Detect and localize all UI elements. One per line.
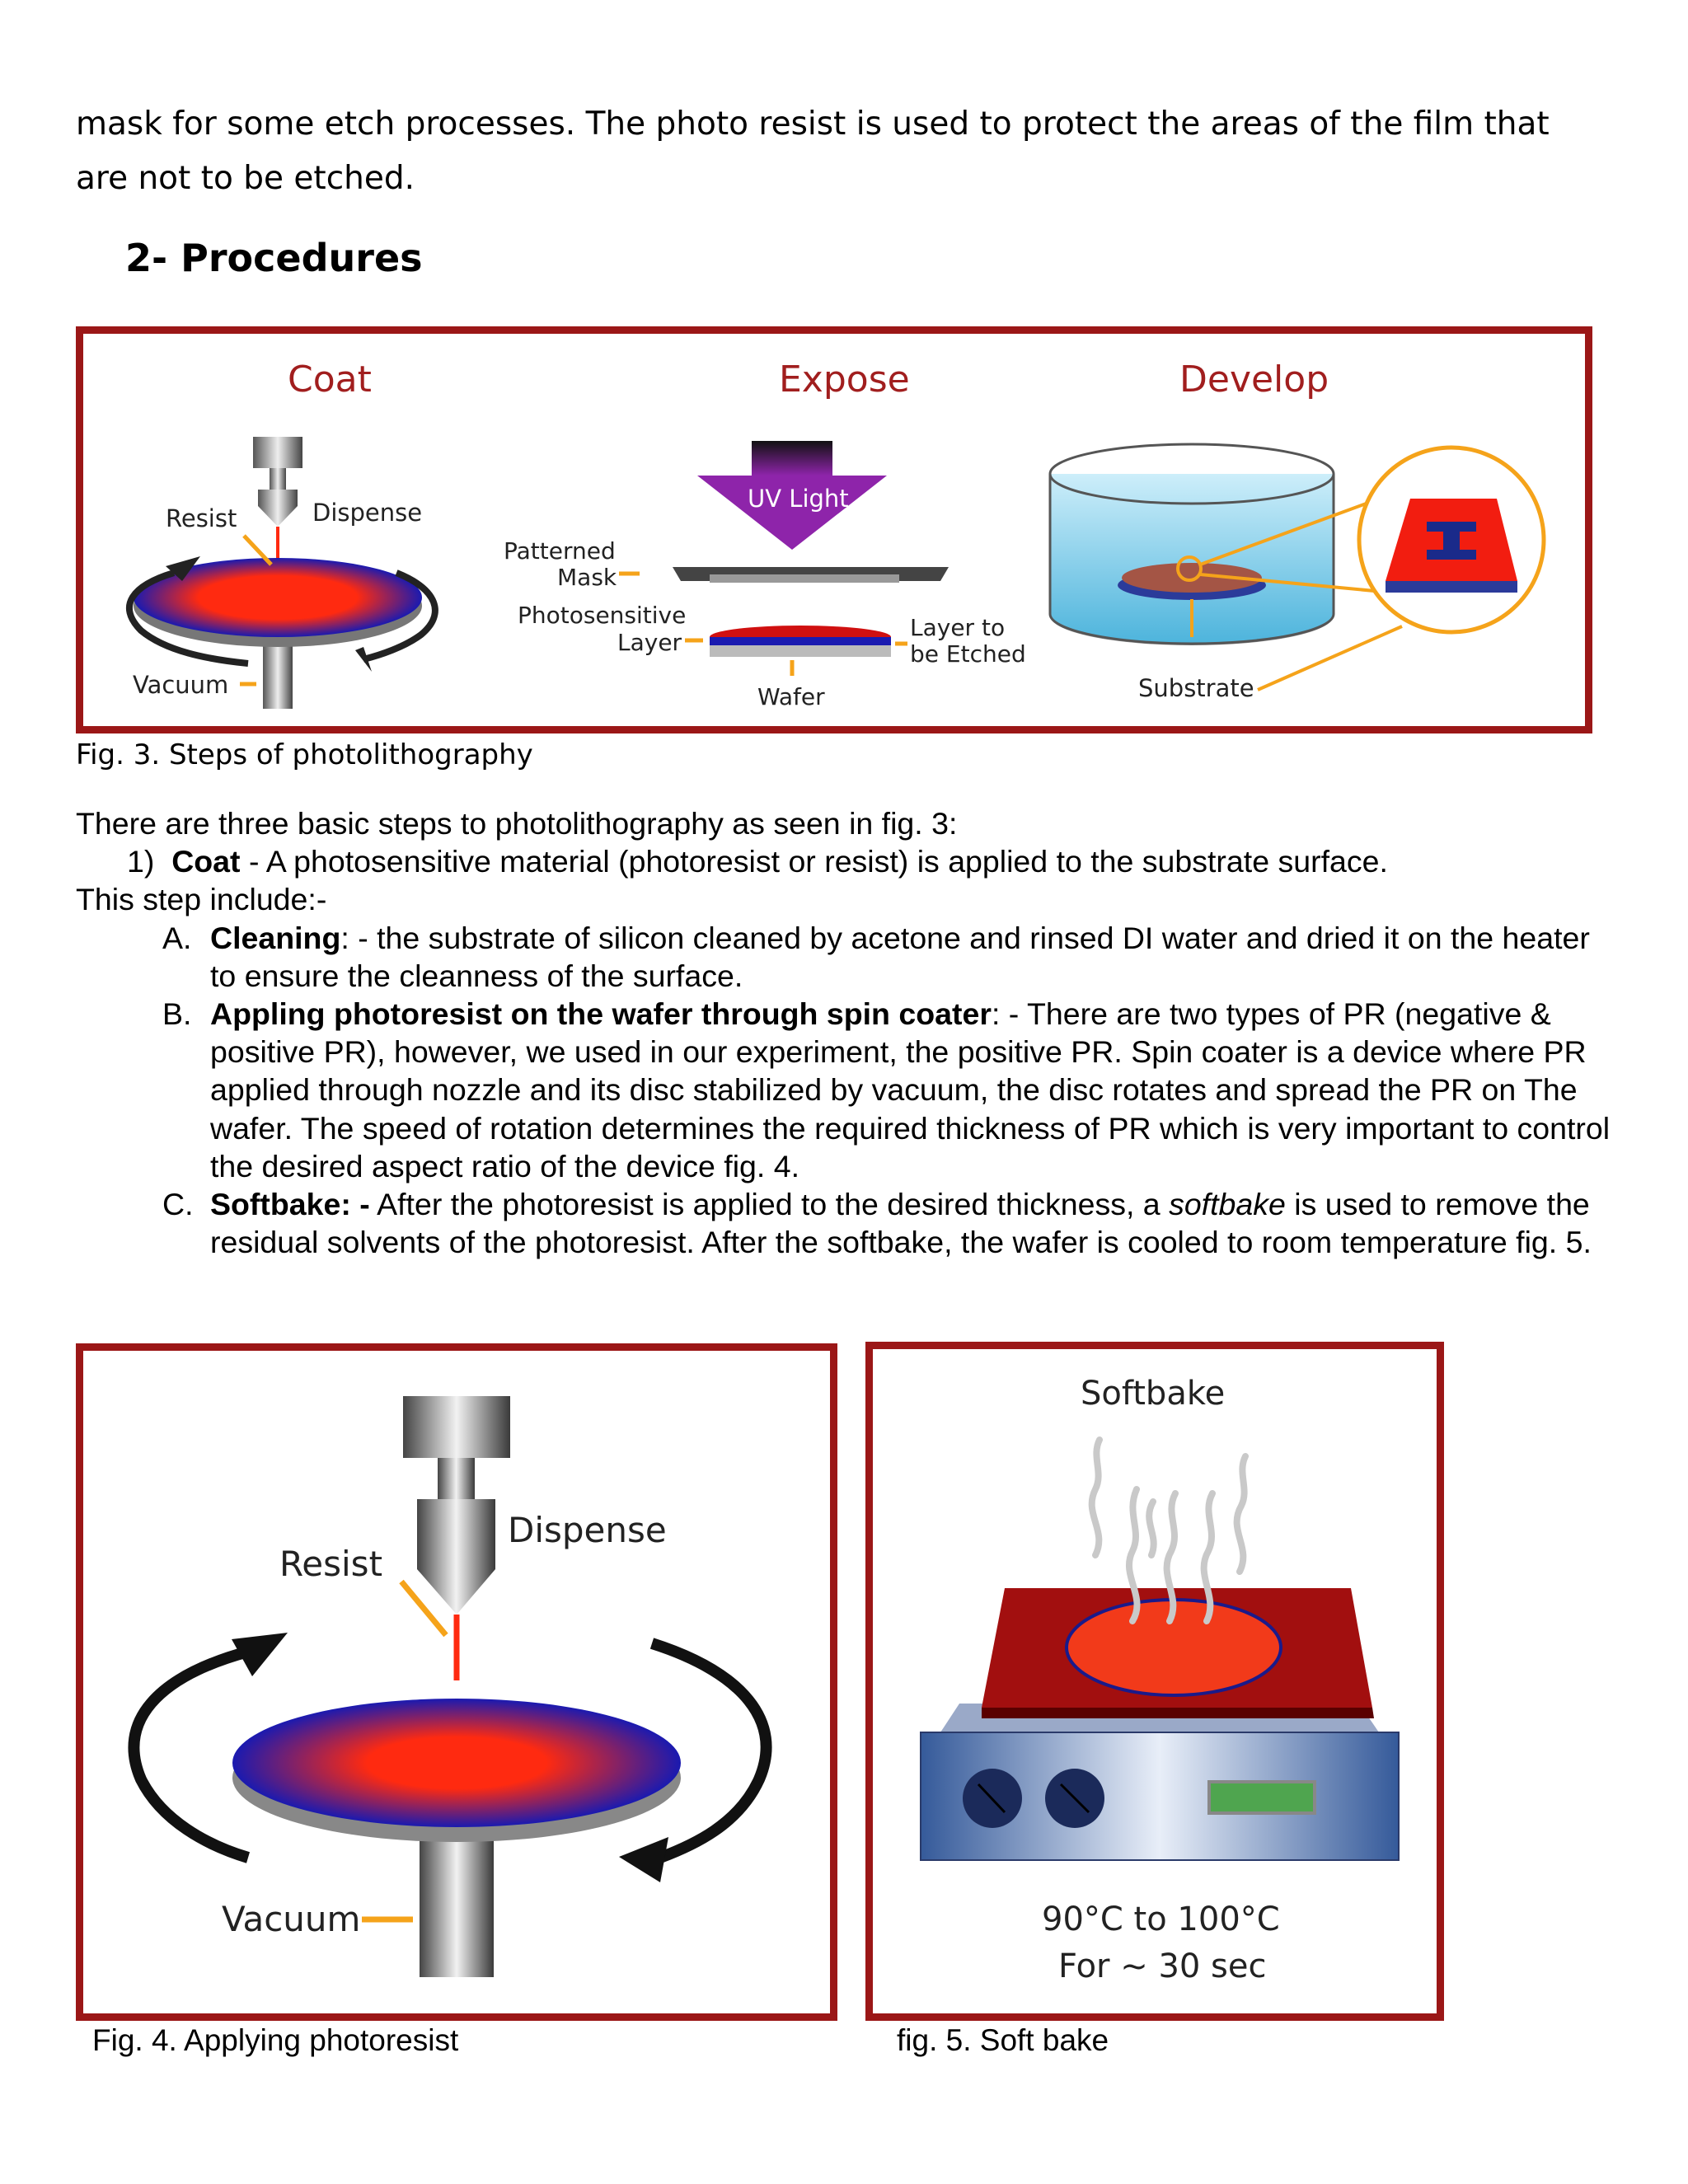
- sub-item-cleaning: A.Cleaning: - the substrate of silicon c…: [162, 920, 1590, 993]
- spin-coater-small: [125, 437, 438, 709]
- label-photosensitive: Photosensitive: [518, 602, 686, 629]
- softbake-duration: For ~ 30 sec: [1058, 1947, 1267, 1985]
- body-text: There are three basic steps to photolith…: [76, 804, 1617, 1261]
- label-mask: Mask: [557, 564, 617, 591]
- intro-paragraph: mask for some etch processes. The photo …: [76, 105, 1550, 197]
- list-item-coat: 1) Coat - A photosensitive material (pho…: [127, 844, 1388, 879]
- sub-item-appling: B.Appling photoresist on the wafer throu…: [162, 996, 1611, 1183]
- develop-diagram: [1048, 443, 1546, 691]
- label-vacuum: Vacuum: [133, 671, 228, 699]
- step-develop-title: Develop: [1179, 359, 1329, 401]
- label-layer-to: Layer to: [910, 614, 1005, 641]
- figure-3-steps: Coat Expose Develop Resist Dispense Vacu…: [76, 326, 1592, 733]
- lead-sentence: There are three basic steps to photolith…: [76, 806, 958, 841]
- label-vacuum-large: Vacuum: [222, 1899, 360, 1939]
- label-substrate: Substrate: [1138, 674, 1254, 702]
- label-patterned: Patterned: [504, 537, 616, 565]
- softbake-temperature: 90°C to 100°C: [1042, 1900, 1280, 1938]
- figure-3-caption: Fig. 3. Steps of photolithography: [76, 738, 533, 771]
- figure-4-caption: Fig. 4. Applying photoresist: [92, 2023, 459, 2057]
- figure-5-softbake: Softbake 90°C to 100°C For ~ 30 sec: [865, 1342, 1444, 2021]
- figure-4-spin-coater: Resist Dispense Vacuum: [76, 1343, 837, 2021]
- section-heading: 2- Procedures: [125, 236, 423, 280]
- step-expose-title: Expose: [779, 359, 910, 401]
- sub-item-softbake: C.Softbake: - After the photoresist is a…: [162, 1187, 1592, 1260]
- label-dispense: Dispense: [312, 499, 422, 527]
- softbake-title: Softbake: [1081, 1375, 1225, 1413]
- label-resist: Resist: [166, 504, 237, 532]
- label-dispense-large: Dispense: [508, 1510, 667, 1550]
- uv-expose-diagram: [619, 441, 949, 676]
- label-resist-large: Resist: [279, 1544, 382, 1584]
- hotplate-diagram: [920, 1436, 1400, 1861]
- step-coat-title: Coat: [288, 359, 372, 401]
- label-be-etched: be Etched: [910, 640, 1026, 668]
- include-line: This step include:-: [76, 882, 327, 917]
- label-uv-light: UV Light: [748, 485, 849, 513]
- figure-5-caption: fig. 5. Soft bake: [897, 2023, 1109, 2057]
- spin-coater-large: [128, 1396, 772, 1977]
- label-layer: Layer: [617, 629, 682, 656]
- label-wafer: Wafer: [757, 683, 825, 710]
